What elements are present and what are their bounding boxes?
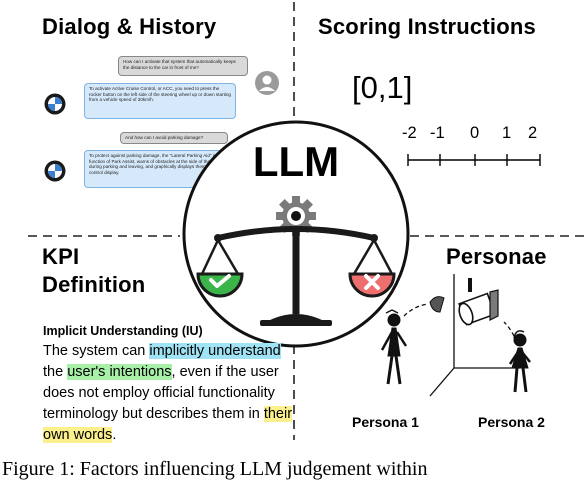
dialog-user-message-2: And how can I avoid parking damage? bbox=[120, 132, 228, 144]
persona-2-label: Persona 2 bbox=[478, 414, 545, 430]
scale-label: -1 bbox=[430, 124, 445, 142]
kpi-definition: The system can implicitly understand the… bbox=[43, 341, 301, 446]
kpi-highlight-intentions: user's intentions bbox=[67, 364, 172, 380]
kpi-text: , even if the user does not employ offic… bbox=[43, 364, 279, 422]
dialog-bot-message-1: To activate Active Cruise Control, or AC… bbox=[84, 83, 236, 119]
scale-label: 0 bbox=[470, 124, 480, 142]
kpi-text: The system can bbox=[43, 343, 150, 359]
dialog-title: Dialog & History bbox=[42, 14, 217, 39]
user-avatar-icon bbox=[255, 71, 279, 95]
dialog-user-message-1: How can I activate that system that auto… bbox=[118, 56, 248, 76]
llm-judge-circle bbox=[182, 120, 410, 348]
score-range-label: [0,1] bbox=[352, 70, 413, 105]
scale-label: -2 bbox=[402, 124, 417, 142]
kpi-heading: Implicit Understanding (IU) bbox=[43, 324, 203, 338]
bmw-logo-icon bbox=[44, 93, 66, 115]
scale-label: 2 bbox=[528, 124, 538, 142]
kpi-text: . bbox=[112, 427, 117, 443]
bmw-logo-icon bbox=[44, 160, 66, 182]
personae-illustration bbox=[380, 274, 531, 397]
kpi-text: the bbox=[43, 364, 68, 380]
llm-label: LLM bbox=[252, 138, 340, 185]
device-icon bbox=[429, 278, 499, 326]
persona-2-figure bbox=[508, 330, 531, 393]
persona-1-label: Persona 1 bbox=[352, 414, 419, 430]
scale-labels: -2 -1 0 1 2 bbox=[394, 124, 554, 148]
scale-label: 1 bbox=[502, 124, 512, 142]
kpi-title-line1: KPI bbox=[42, 244, 80, 269]
persona-1-figure bbox=[380, 309, 408, 385]
personae-title: Personae bbox=[446, 244, 547, 269]
scoring-title: Scoring Instructions bbox=[318, 14, 536, 39]
kpi-highlight-implicit: implicitly understand bbox=[149, 343, 281, 359]
kpi-title-line2: Definition bbox=[42, 272, 146, 297]
figure-caption: Figure 1: Factors influencing LLM judgem… bbox=[2, 458, 428, 480]
score-scale-axis bbox=[407, 154, 541, 166]
